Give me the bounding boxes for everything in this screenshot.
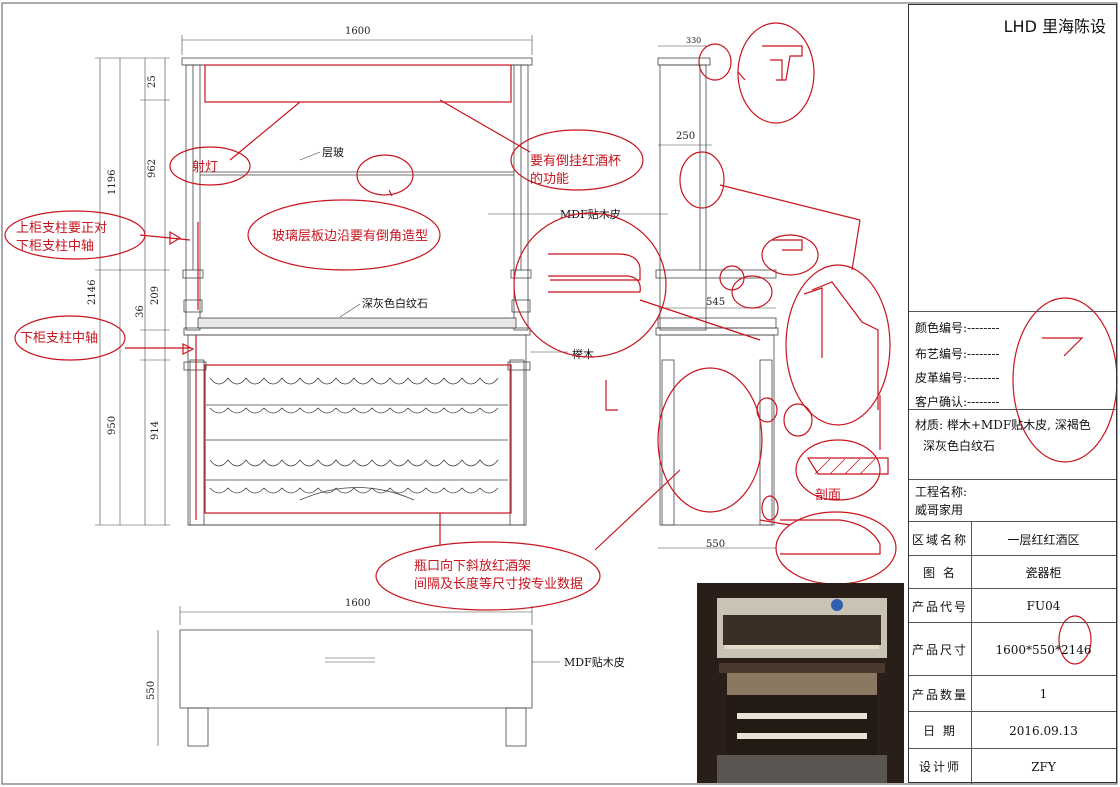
row-quantity-value: 1 <box>1039 687 1048 701</box>
leather-no: 皮革编号:-------- <box>915 371 1000 385</box>
client-confirm: 客户确认:-------- <box>915 395 1000 409</box>
dim-plan-width: 1600 <box>345 598 370 609</box>
dim-25: 25 <box>147 75 158 88</box>
brand-title: LHD 里海陈设 <box>1003 17 1106 36</box>
label-mdf-plan: MDF贴木皮 <box>564 655 625 669</box>
row-quantity-key: 产品数量 <box>909 676 972 712</box>
note-glass-edge: 玻璃层板边沿要有倒角造型 <box>272 229 428 244</box>
leader-shelf <box>299 151 321 161</box>
divider-material <box>909 409 1116 410</box>
dim-2146: 2146 <box>87 280 98 305</box>
row-date: 日 期 2016.09.13 <box>909 711 1116 749</box>
note-wine-glass-1: 要有倒挂红酒杯 <box>530 153 621 169</box>
dim-top-width: 1600 <box>345 26 370 37</box>
row-designer-value: ZFY <box>1031 759 1056 774</box>
dim-1196: 1196 <box>107 170 118 195</box>
row-designer-key: 设计师 <box>909 749 972 784</box>
note-upper-col-2: 下柜支柱中轴 <box>16 239 94 254</box>
front-elevation <box>181 57 533 526</box>
row-area-key: 区域名称 <box>909 522 972 556</box>
red-annotations <box>4 22 1118 665</box>
dim-914: 914 <box>150 421 161 440</box>
label-shelf: 层玻 <box>322 146 344 159</box>
front-dimensions <box>95 35 533 526</box>
dim-550: 550 <box>706 539 725 550</box>
note-wine-glass-2: 的功能 <box>530 171 569 187</box>
plan-view <box>157 606 560 747</box>
row-quantity: 产品数量 1 <box>909 675 1116 712</box>
note-spotlight: 射灯 <box>192 159 218 175</box>
dim-plan-depth: 550 <box>146 681 157 700</box>
color-no: 颜色编号:-------- <box>915 321 1000 335</box>
row-drawing-name: 图 名 瓷器柜 <box>909 555 1116 589</box>
note-rack-1: 瓶口向下斜放红酒架 <box>414 558 531 574</box>
material-line-1: 材质: 榉木+MDF贴木皮, 深褐色 <box>915 418 1091 432</box>
note-lower-col: 下柜支柱中轴 <box>20 331 98 346</box>
wine-rack-scallops <box>209 377 499 494</box>
dim-545: 545 <box>706 297 725 308</box>
side-elevation <box>655 57 779 526</box>
row-product-code-value: FU04 <box>1026 599 1061 613</box>
row-area-value: 一层红红酒区 <box>1007 532 1080 547</box>
material-line-2: 深灰色白纹石 <box>923 439 996 453</box>
row-product-size-key: 产品尺寸 <box>909 623 972 676</box>
dim-950: 950 <box>107 416 118 435</box>
divider-top <box>909 311 1116 312</box>
reference-photo <box>697 583 904 783</box>
label-beech: 榉木 <box>572 347 594 361</box>
dim-36: 36 <box>135 305 146 318</box>
dim-330: 330 <box>686 36 701 45</box>
row-designer: 设计师 ZFY <box>909 748 1116 784</box>
note-section: 剖面 <box>815 488 841 503</box>
row-date-value: 2016.09.13 <box>1009 723 1078 738</box>
photo-art <box>697 583 904 783</box>
section-hatch <box>814 458 876 475</box>
dim-962: 962 <box>147 159 158 178</box>
row-drawing-name-key: 图 名 <box>909 556 972 589</box>
fabric-no: 布艺编号:-------- <box>915 347 1000 361</box>
row-product-code-key: 产品代号 <box>909 589 972 623</box>
leader-marble <box>339 303 361 318</box>
note-rack-2: 间隔及长度等尺寸按专业数据 <box>414 576 583 592</box>
row-product-code: 产品代号 FU04 <box>909 588 1116 623</box>
row-product-size-value: 1600*550*2146 <box>995 642 1092 657</box>
row-date-key: 日 期 <box>909 712 972 749</box>
divider-project <box>909 479 1116 480</box>
row-drawing-name-value: 瓷器柜 <box>1025 566 1062 580</box>
dim-209: 209 <box>150 286 161 305</box>
title-block: LHD 里海陈设 颜色编号:-------- 布艺编号:-------- 皮革编… <box>908 4 1117 784</box>
note-upper-col-1: 上柜支柱要正对 <box>16 221 107 236</box>
label-marble: 深灰色白纹石 <box>362 296 428 310</box>
dim-250: 250 <box>676 131 695 142</box>
row-product-size: 产品尺寸 1600*550*2146 <box>909 622 1116 676</box>
project-value: 威哥家用 <box>915 503 964 517</box>
row-area: 区域名称 一层红红酒区 <box>909 521 1116 556</box>
project-label: 工程名称: <box>915 485 968 499</box>
